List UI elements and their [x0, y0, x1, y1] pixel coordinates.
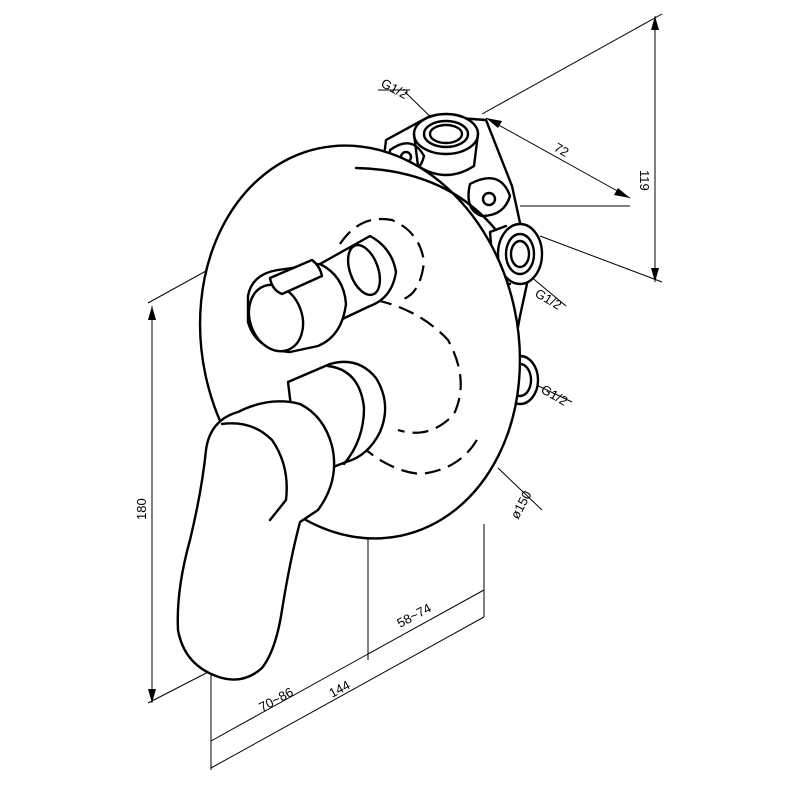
label-outlet: G1/2	[539, 382, 571, 409]
label-inlet-top: G1/2	[379, 75, 411, 101]
dimension-arrows	[148, 16, 659, 703]
lever-handle	[176, 360, 387, 681]
label-inlet-side: G1/2	[533, 286, 565, 313]
dimension-180: 180	[134, 498, 149, 520]
dimension-119: 119	[637, 170, 652, 191]
dimension-72: 72	[552, 140, 572, 160]
dimension-144: 144	[326, 677, 352, 700]
label-plate-diameter: ø150	[507, 488, 534, 521]
dimension-70-86: 70~86	[256, 684, 295, 714]
diverter-knob	[246, 234, 398, 354]
dimension-58-74: 58~74	[394, 600, 433, 630]
